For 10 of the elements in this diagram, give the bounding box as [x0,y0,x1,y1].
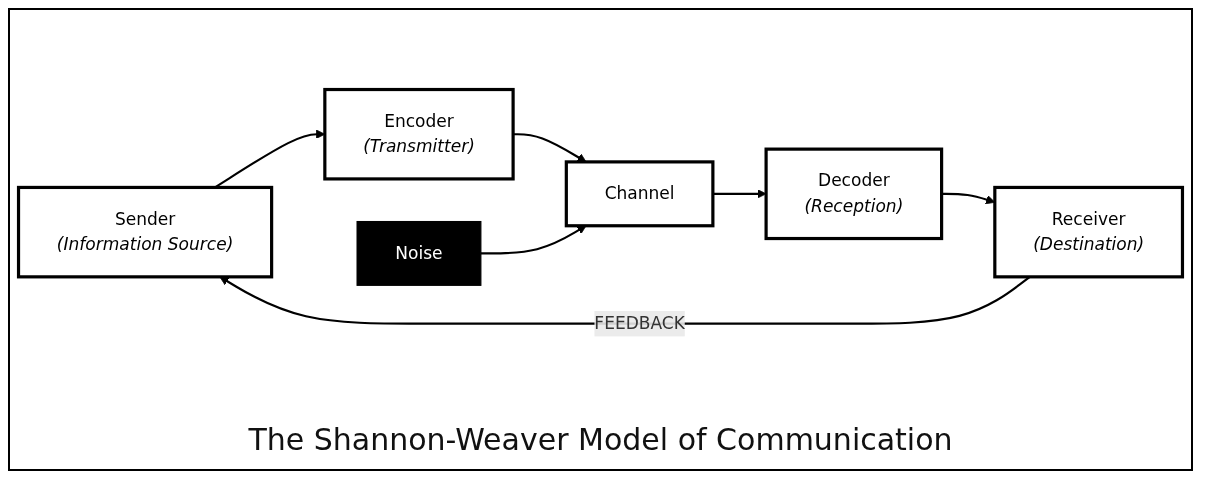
node-box: Encoder (Transmitter) [323,87,515,181]
diagram-caption: The Shannon-Weaver Model of Communication [248,422,953,457]
node-box: Noise [356,221,482,286]
node-box: Decoder (Reception) [764,147,944,241]
edge-label: FEEDBACK [594,313,685,334]
node-box: Channel [564,160,715,228]
node-box: Sender (Information Source) [16,185,274,279]
arrow [480,225,587,255]
node-box: Receiver (Destination) [993,185,1185,279]
arrow [219,276,1031,325]
